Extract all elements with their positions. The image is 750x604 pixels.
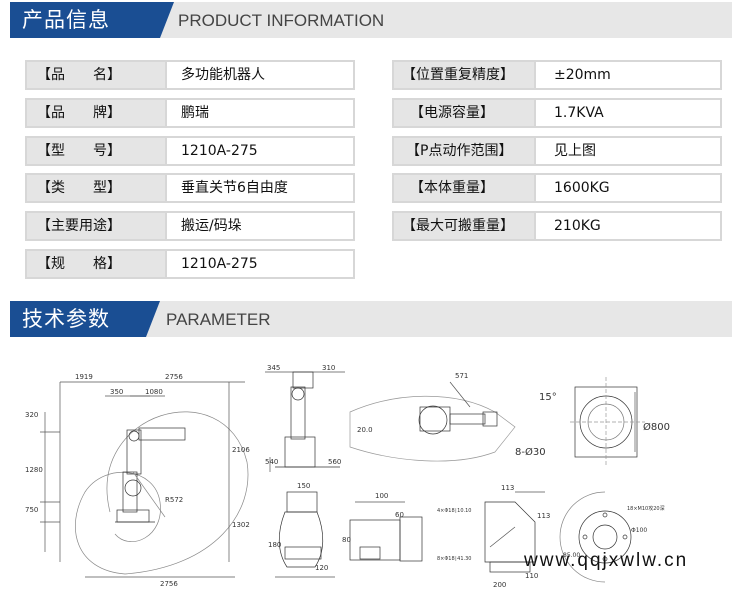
dim-label: 180 (268, 541, 281, 549)
dim-label: 8×Φ18∣41.30 (437, 556, 471, 562)
dim-label: 571 (455, 372, 468, 380)
spec-value: 多功能机器人 (165, 60, 355, 90)
spec-row: 【类 型】 垂直关节6自由度 (25, 173, 355, 203)
spec-row: 【型 号】 1210A-275 (25, 136, 355, 166)
round-flange-view: 18×M10攻20深 Φ100 85.00 (559, 491, 665, 583)
spec-label: 【主要用途】 (25, 211, 175, 241)
dim-label: 15° (539, 392, 557, 403)
technical-drawing: 1919 2756 350 1080 320 1280 750 2106 130… (25, 364, 670, 589)
banner-accent-tip (146, 301, 160, 337)
dim-label: 110 (525, 572, 538, 580)
dim-label: 20.0 (357, 426, 373, 434)
top-view: 571 20.0 (349, 372, 516, 462)
product-info-banner: 产品信息 PRODUCT INFORMATION (10, 2, 732, 38)
spec-label: 【本体重量】 (392, 173, 542, 203)
spec-row: 【电源容量】 1.7KVA (392, 98, 722, 128)
spec-value: 1.7KVA (534, 98, 722, 128)
dim-label: 2756 (165, 373, 183, 381)
dim-label: 1302 (232, 521, 250, 529)
wrist-detail-view: 100 60 80 (342, 492, 423, 562)
spec-label: 【P点动作范围】 (392, 136, 542, 166)
spec-value: 1210A-275 (165, 136, 355, 166)
parameter-title-en: PARAMETER (166, 310, 271, 329)
spec-value: 鹏瑞 (165, 98, 355, 128)
dim-label: 1919 (75, 373, 93, 381)
dim-label: Φ100 (631, 527, 647, 534)
spec-label: 【电源容量】 (392, 98, 542, 128)
spec-label: 【品 名】 (25, 60, 175, 90)
dim-label: 320 (25, 411, 38, 419)
spec-value: 1210A-275 (165, 249, 355, 279)
dim-label: 4×Φ18∣10.10 (437, 508, 471, 514)
product-info-title-en: PRODUCT INFORMATION (178, 11, 385, 30)
dim-label: Ø800 (643, 421, 670, 433)
dim-label: 18×M10攻20深 (627, 505, 665, 512)
spec-value: 见上图 (534, 136, 722, 166)
dim-label: 540 (265, 458, 278, 466)
spec-label: 【类 型】 (25, 173, 175, 203)
dim-label: 1080 (145, 388, 163, 396)
spec-value: 1600KG (534, 173, 722, 203)
spec-label: 【品 牌】 (25, 98, 175, 128)
product-info-title-cn: 产品信息 (22, 8, 110, 32)
dim-label: 2106 (232, 446, 250, 454)
side-view: 345 310 540 560 (265, 364, 345, 472)
spec-label: 【规 格】 (25, 249, 175, 279)
dim-label: 150 (297, 482, 310, 490)
spec-row: 【位置重复精度】 ±20mm (392, 60, 722, 90)
dim-label: 113 (537, 512, 550, 520)
dim-label: 85.00 (563, 552, 580, 559)
spec-value: ±20mm (534, 60, 722, 90)
spec-row: 【本体重量】 1600KG (392, 173, 722, 203)
dim-label: 350 (110, 388, 123, 396)
lower-side-view: 150 180 120 (268, 482, 335, 578)
flange-detail-view: 113 113 200 110 4×Φ18∣10.10 8×Φ18∣41.30 (437, 484, 550, 589)
spec-row: 【主要用途】 搬运/码垛 (25, 211, 355, 241)
dim-label: 310 (322, 364, 335, 372)
dim-label: 1280 (25, 466, 43, 474)
dim-label: 2756 (160, 580, 178, 588)
spec-label: 【最大可搬重量】 (392, 211, 542, 241)
dim-label: 60 (395, 511, 404, 519)
spec-value: 210KG (534, 211, 722, 241)
dim-label: R572 (165, 496, 183, 504)
spec-row: 【最大可搬重量】 210KG (392, 211, 722, 241)
base-view: 15° Ø800 8-Ø30 (515, 377, 670, 467)
spec-row: 【品 名】 多功能机器人 (25, 60, 355, 90)
spec-row: 【品 牌】 鹏瑞 (25, 98, 355, 128)
banner-accent (10, 301, 146, 337)
dim-label: 113 (501, 484, 514, 492)
banner-accent-tip (160, 2, 174, 38)
dim-label: 200 (493, 581, 506, 589)
spec-row: 【规 格】 1210A-275 (25, 249, 355, 279)
dim-label: 100 (375, 492, 388, 500)
parameter-title-cn: 技术参数 (22, 307, 110, 331)
dim-label: 345 (267, 364, 280, 372)
watermark: www.qqjxwlw.cn (524, 550, 689, 571)
dim-label: 750 (25, 506, 38, 514)
dim-label: 8-Ø30 (515, 446, 546, 458)
spec-label: 【型 号】 (25, 136, 175, 166)
spec-value: 垂直关节6自由度 (165, 173, 355, 203)
dim-label: 560 (328, 458, 341, 466)
dim-label: 120 (315, 564, 328, 572)
dim-label: 80 (342, 536, 351, 544)
banner-accent (10, 2, 160, 38)
spec-label: 【位置重复精度】 (392, 60, 542, 90)
working-range-view: 1919 2756 350 1080 320 1280 750 2106 130… (25, 373, 250, 588)
spec-value: 搬运/码垛 (165, 211, 355, 241)
parameter-banner: 技术参数 PARAMETER (10, 301, 732, 337)
spec-row: 【P点动作范围】 见上图 (392, 136, 722, 166)
